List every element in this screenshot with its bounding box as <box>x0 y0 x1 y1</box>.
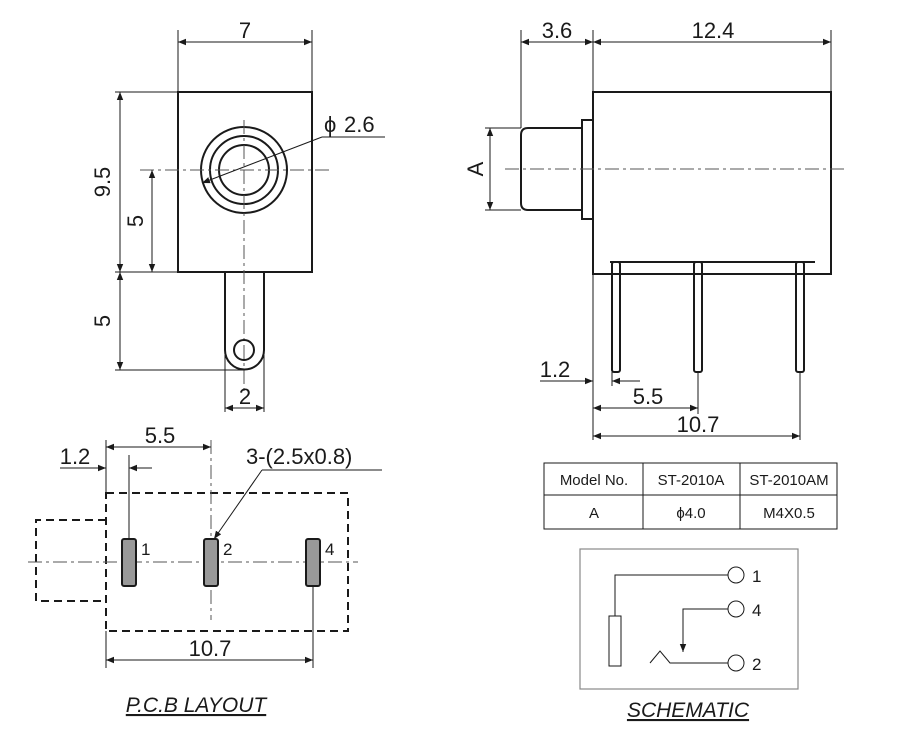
front-tail <box>224 272 265 371</box>
front-view: 7 9.5 5 5 2 ϕ 2.6 <box>90 18 385 412</box>
pcb-pad-4 <box>305 538 321 587</box>
schematic-terminal-2 <box>727 654 745 672</box>
schematic-switch <box>679 608 728 652</box>
dim-front-tail-width-label: 2 <box>239 384 251 409</box>
dim-pcb-spacing-label: 5.5 <box>145 423 176 448</box>
table-cell-m4: M4X0.5 <box>763 505 815 522</box>
side-view: 3.6 12.4 A 1.2 5.5 10.7 <box>463 18 845 440</box>
dim-hole-leader <box>201 136 323 184</box>
dim-hole-label: 2.6 <box>344 112 375 137</box>
side-pin-2 <box>693 261 703 373</box>
dim-pcb-span-label: 10.7 <box>189 636 232 661</box>
dim-barrel-length-label: 3.6 <box>542 18 573 43</box>
dim-front-center-label: 5 <box>123 215 148 227</box>
dim-side-pin-offset-label: 1.2 <box>540 357 571 382</box>
front-tail-hole <box>233 339 255 361</box>
pad-note-label: 3-(2.5x0.8) <box>246 444 352 469</box>
schematic-terminal-4 <box>727 600 745 618</box>
schematic-caption: SCHEMATIC <box>627 699 750 722</box>
schematic-label-2: 2 <box>752 655 761 674</box>
schematic-terminal-1 <box>727 566 745 584</box>
dim-front-width-label: 7 <box>239 18 251 43</box>
side-pin-4 <box>795 261 805 373</box>
table-header-model: Model No. <box>560 472 628 489</box>
dim-hole-phi: ϕ <box>324 112 336 137</box>
schematic: 1 4 2 SCHEMATIC <box>579 548 799 722</box>
dim-side-pin-span-label: 10.7 <box>677 412 720 437</box>
pad-note-leader <box>213 469 263 540</box>
table-header-st2010a: ST-2010A <box>658 472 725 489</box>
side-body-outline <box>592 91 832 275</box>
pcb-layout: 1 2 4 1.2 5.5 3-(2.5x0.8) 10.7 P.C.B LAY… <box>28 423 382 717</box>
schematic-border <box>579 548 799 690</box>
dim-pcb-offset-label: 1.2 <box>60 444 91 469</box>
side-pin-1 <box>611 261 621 373</box>
table-cell-phi4: ϕ4.0 <box>676 505 705 522</box>
side-barrel <box>520 127 582 211</box>
table-cell-a: A <box>589 505 599 522</box>
pcb-caption: P.C.B LAYOUT <box>126 694 269 717</box>
dim-front-tail-label: 5 <box>90 315 115 327</box>
front-body-outline <box>177 91 313 273</box>
model-table: Model No. ST-2010A ST-2010AM A ϕ4.0 M4X0… <box>543 462 838 530</box>
pcb-pad-label-1: 1 <box>141 540 150 559</box>
table-header-st2010am: ST-2010AM <box>749 472 828 489</box>
dim-body-length-label: 12.4 <box>692 18 735 43</box>
dim-side-pin-spacing-label: 5.5 <box>633 384 664 409</box>
schematic-sleeve <box>608 615 622 667</box>
pcb-pad-2 <box>203 538 219 587</box>
dim-a-label: A <box>463 161 488 176</box>
pcb-pad-label-4: 4 <box>325 540 334 559</box>
dim-front-height-label: 9.5 <box>90 167 115 198</box>
pcb-pad-1 <box>121 538 137 587</box>
pcb-barrel-outline <box>35 519 106 602</box>
schematic-label-4: 4 <box>752 601 761 620</box>
schematic-wire-1 <box>614 574 728 616</box>
schematic-label-1: 1 <box>752 567 761 586</box>
pcb-pad-label-2: 2 <box>223 540 232 559</box>
schematic-tip <box>649 650 728 664</box>
